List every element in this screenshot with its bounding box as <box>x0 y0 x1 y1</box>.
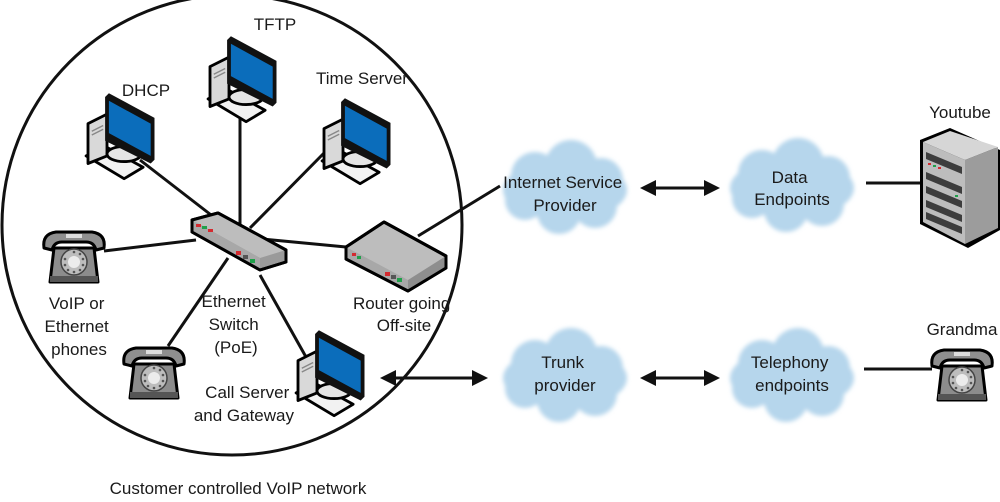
ethernet-switch-icon <box>190 211 288 272</box>
callserver-computer-icon <box>294 328 366 418</box>
arrow-callserver-trunk <box>380 370 488 386</box>
wire-switch-timeserver <box>248 148 329 230</box>
diagram-title: Customer controlled VoIP network <box>110 479 367 498</box>
network-boundary <box>0 0 464 457</box>
wire-router-isp <box>417 184 501 238</box>
telephony-cloud-icon <box>730 328 854 422</box>
label-telephony: Telephony endpoints <box>751 353 833 395</box>
youtube-server-icon <box>920 128 1000 248</box>
connections <box>103 118 932 371</box>
label-switch: Ethernet Switch (PoE) <box>202 292 271 357</box>
router-icon <box>344 220 448 293</box>
label-tftp: TFTP <box>254 15 297 34</box>
label-phones: VoIP or Ethernet phones <box>45 294 114 359</box>
label-grandma: Grandma <box>927 320 998 339</box>
trunk-cloud-icon <box>503 328 627 422</box>
label-dhcp: DHCP <box>122 81 170 100</box>
wire-switch-dhcp <box>139 158 216 220</box>
label-time-server: Time Server <box>316 69 408 88</box>
voip-phone-icon <box>42 230 106 284</box>
wire-switch-phone1 <box>103 238 197 253</box>
arrow-trunk-telephony <box>640 370 720 386</box>
tftp-computer-icon <box>206 34 278 124</box>
wire-switch-callserver <box>258 274 308 358</box>
timeserver-computer-icon <box>320 96 392 186</box>
arrow-isp-data <box>640 180 720 196</box>
voip-phone-icon-2 <box>122 346 186 400</box>
dhcp-computer-icon <box>84 91 156 181</box>
label-youtube: Youtube <box>929 103 991 122</box>
label-trunk: Trunk provider <box>534 353 596 395</box>
label-isp: Internet Service Provider <box>503 173 627 215</box>
label-data-endpoints: Data Endpoints <box>754 168 830 209</box>
label-router: Router going Off-site <box>353 294 455 335</box>
grandma-phone-icon <box>930 348 994 402</box>
label-call-server: Call Server and Gateway <box>194 383 295 425</box>
wire-switch-phone2 <box>166 257 230 347</box>
wire-switch-router <box>261 237 347 249</box>
